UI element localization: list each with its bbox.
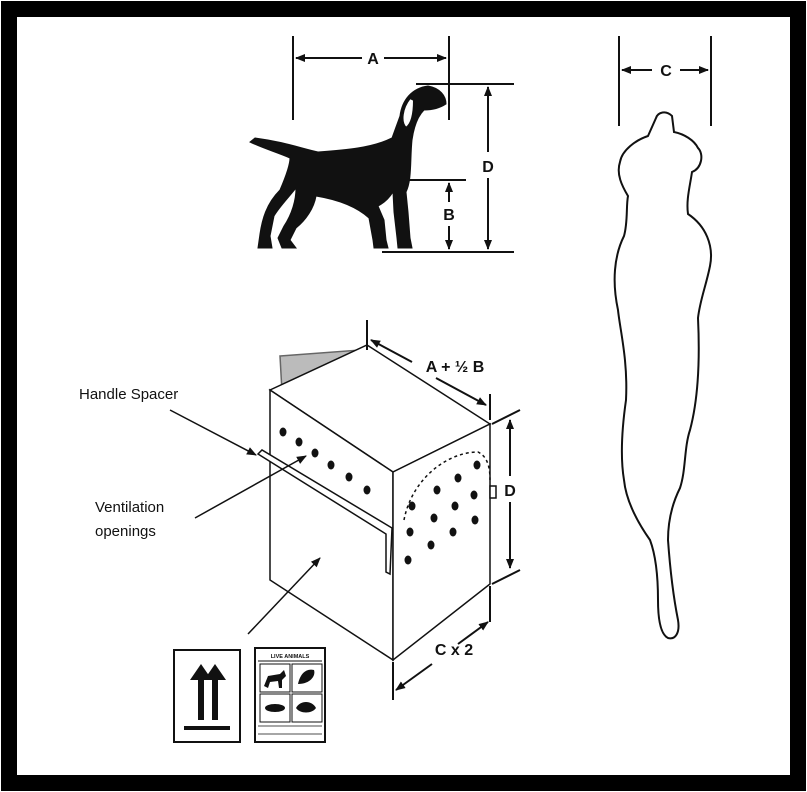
dimension-b: [408, 179, 466, 250]
callout-handle-spacer: Handle Spacer: [79, 386, 178, 403]
label-c: C: [660, 63, 672, 80]
end-ventilation-holes: [404, 460, 481, 565]
live-animals-label: LIVE ANIMALS: [254, 647, 326, 743]
dimension-crate-width: [392, 586, 491, 700]
label-crate-length: A + ½ B: [426, 359, 485, 376]
up-arrows-icon: [184, 664, 230, 730]
label-crate-width: C x 2: [435, 642, 473, 659]
pointer-handle-spacer: [169, 409, 257, 456]
label-d-dog: D: [482, 159, 494, 176]
side-ventilation-holes: [279, 427, 371, 495]
pointer-labels: [247, 557, 321, 635]
dog-top-view-outline: [613, 111, 712, 640]
dog-side-silhouette: [249, 85, 447, 249]
label-b: B: [443, 207, 455, 224]
animal-icons-grid: [259, 663, 323, 723]
label-crate-height: D: [504, 483, 516, 500]
animal-pictograms-icon: [264, 669, 316, 713]
crate-door-outline: [403, 451, 491, 521]
crate-end-face: [392, 422, 491, 662]
pointer-ventilation: [194, 455, 307, 519]
dimension-c: [618, 36, 712, 126]
label-card-lines: [258, 725, 322, 735]
callout-ventilation-line1: Ventilation: [95, 499, 164, 516]
dimension-crate-length: [366, 320, 491, 420]
handle-spacer-rail: [256, 449, 393, 576]
dimension-a: [292, 36, 450, 120]
label-a: A: [367, 51, 379, 68]
dimension-d-dog: [382, 83, 514, 253]
this-way-up-label: [173, 649, 241, 743]
dimension-crate-height: [491, 409, 521, 585]
live-animals-title: LIVE ANIMALS: [271, 654, 310, 660]
callout-ventilation-line2: openings: [95, 523, 156, 540]
